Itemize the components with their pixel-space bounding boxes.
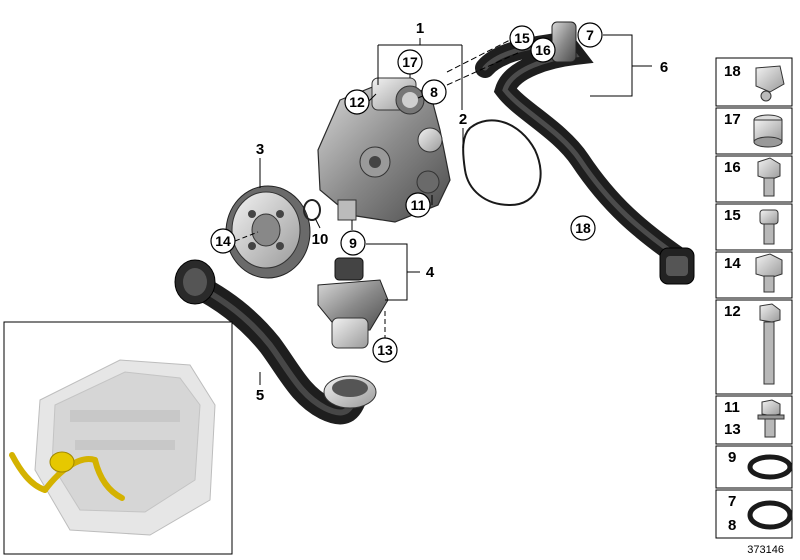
callout-16: 16 (535, 42, 551, 58)
long-bolt-icon (759, 303, 781, 385)
thermostat-4 (317, 257, 389, 349)
callout-14: 14 (215, 233, 231, 249)
seal-ring-icon (747, 454, 793, 480)
label-10: 10 (312, 231, 329, 248)
callout-13: 13 (377, 342, 393, 358)
label-3: 3 (256, 141, 264, 158)
legend-num-13: 13 (724, 421, 741, 438)
callout-7: 7 (586, 27, 594, 43)
legend-num-16: 16 (724, 159, 741, 176)
seal-ring-icon (747, 500, 793, 530)
legend-num-7: 7 (728, 493, 736, 510)
coolant-hose-5 (174, 259, 377, 425)
legend-num-11: 11 (724, 399, 740, 416)
o-ring-10 (303, 199, 321, 221)
callout-17: 17 (402, 54, 418, 70)
label-1: 1 (416, 20, 424, 37)
callout-circles (210, 22, 603, 363)
hex-bolt-icon (757, 157, 781, 197)
callout-15: 15 (514, 30, 530, 46)
label-2: 2 (459, 111, 467, 128)
callout-12: 12 (349, 94, 365, 110)
clamp-icon (755, 65, 785, 102)
flange-bolt-icon (757, 399, 785, 438)
label-5: 5 (256, 387, 264, 404)
legend-num-9: 9 (728, 449, 736, 466)
diagram-id: 373146 (747, 544, 784, 556)
legend-num-14: 14 (724, 255, 741, 272)
leader-lines (234, 34, 652, 385)
engine-inset (3, 321, 233, 555)
pulley-3 (225, 185, 311, 279)
housing-seal-2 (462, 119, 542, 207)
callout-11: 11 (411, 197, 426, 213)
hex-bolt-icon (755, 253, 783, 293)
label-4: 4 (426, 264, 435, 281)
legend-num-8: 8 (728, 517, 736, 534)
label-6: 6 (660, 59, 668, 76)
callout-18: 18 (575, 220, 591, 236)
callout-8: 8 (430, 84, 438, 100)
legend-num-12: 12 (724, 303, 741, 320)
socket-screw-icon (759, 209, 779, 245)
callout-9: 9 (349, 235, 357, 251)
legend-num-18: 18 (724, 63, 741, 80)
sleeve-icon (753, 114, 783, 148)
legend-num-15: 15 (724, 207, 741, 224)
water-pump-housing (317, 77, 451, 223)
legend-num-17: 17 (724, 111, 741, 128)
